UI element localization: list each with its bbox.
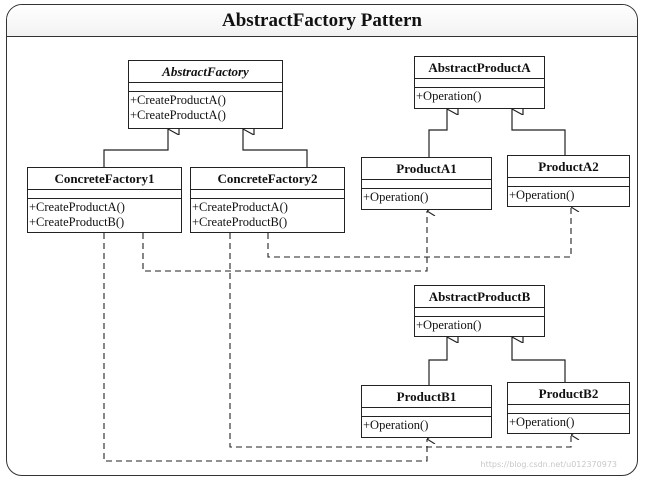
operations-compartment: +Operation() (362, 417, 491, 433)
class-name: ProductB2 (508, 383, 629, 405)
operation: +Operation() (509, 188, 575, 202)
watermark: https://blog.csdn.net/u012370973 (480, 460, 617, 469)
class-name: AbstractProductA (415, 57, 544, 79)
class-abstract-factory: AbstractFactory +CreateProductA() +Creat… (128, 60, 283, 129)
operations-compartment: +Operation() (362, 189, 491, 205)
class-name: ProductB1 (362, 386, 491, 408)
inherit-cf2-af (242, 129, 308, 167)
operation: +Operation() (509, 415, 575, 429)
operations-compartment: +CreateProductA() +CreateProductA() (129, 92, 282, 123)
inherit-pb1-apb (428, 337, 447, 385)
dep-cf1-pb1 (103, 233, 427, 462)
class-name: ConcreteFactory2 (191, 168, 344, 190)
operation: +CreateProductA() (130, 93, 226, 107)
class-product-b2: ProductB2 +Operation() (507, 382, 630, 434)
operations-compartment: +CreateProductA() +CreateProductB() (28, 199, 181, 230)
inherit-cf1-af (103, 129, 168, 167)
operation: +CreateProductB() (29, 215, 125, 229)
operation: +Operation() (363, 418, 429, 432)
operation: +CreateProductA() (130, 108, 226, 122)
operation: +Operation() (363, 190, 429, 204)
diagram-frame: AbstractFactory Pattern AbstractFactory (6, 4, 638, 476)
attributes-compartment (362, 180, 491, 189)
connector-layer (103, 5, 638, 462)
attributes-compartment (508, 178, 629, 187)
dep-cf1-pa1 (142, 211, 427, 272)
operation: +Operation() (416, 318, 482, 332)
attributes-compartment (28, 190, 181, 199)
class-product-a2: ProductA2 +Operation() (507, 155, 630, 207)
inherit-pb2-apb (511, 337, 566, 382)
operation: +CreateProductA() (29, 200, 125, 214)
attributes-compartment (191, 190, 344, 199)
attributes-compartment (362, 408, 491, 417)
title-bar: AbstractFactory Pattern (7, 5, 637, 37)
inherit-pa1-apa (428, 109, 447, 157)
class-name: ConcreteFactory1 (28, 168, 181, 190)
class-abstract-product-a: AbstractProductA +Operation() (414, 56, 545, 109)
operation: +CreateProductB() (192, 215, 288, 229)
dep-cf2-pb2 (229, 233, 571, 448)
inherit-pa2-apa (511, 109, 566, 155)
class-concrete-factory2: ConcreteFactory2 +CreateProductA() +Crea… (190, 167, 345, 233)
operation: +Operation() (416, 89, 482, 103)
attributes-compartment (415, 79, 544, 88)
attributes-compartment (508, 405, 629, 414)
operations-compartment: +Operation() (415, 317, 544, 333)
class-abstract-product-b: AbstractProductB +Operation() (414, 285, 545, 337)
dep-cf2-pa2 (267, 207, 571, 258)
operations-compartment: +Operation() (508, 187, 629, 203)
attributes-compartment (129, 83, 282, 92)
operations-compartment: +Operation() (415, 88, 544, 104)
operations-compartment: +CreateProductA() +CreateProductB() (191, 199, 344, 230)
class-product-a1: ProductA1 +Operation() (361, 157, 492, 210)
class-name: ProductA1 (362, 158, 491, 180)
operations-compartment: +Operation() (508, 414, 629, 430)
attributes-compartment (415, 308, 544, 317)
operation: +CreateProductA() (192, 200, 288, 214)
class-concrete-factory1: ConcreteFactory1 +CreateProductA() +Crea… (27, 167, 182, 233)
diagram-title: AbstractFactory Pattern (222, 10, 422, 31)
class-name: ProductA2 (508, 156, 629, 178)
class-product-b1: ProductB1 +Operation() (361, 385, 492, 438)
class-name: AbstractFactory (129, 61, 282, 83)
class-name: AbstractProductB (415, 286, 544, 308)
